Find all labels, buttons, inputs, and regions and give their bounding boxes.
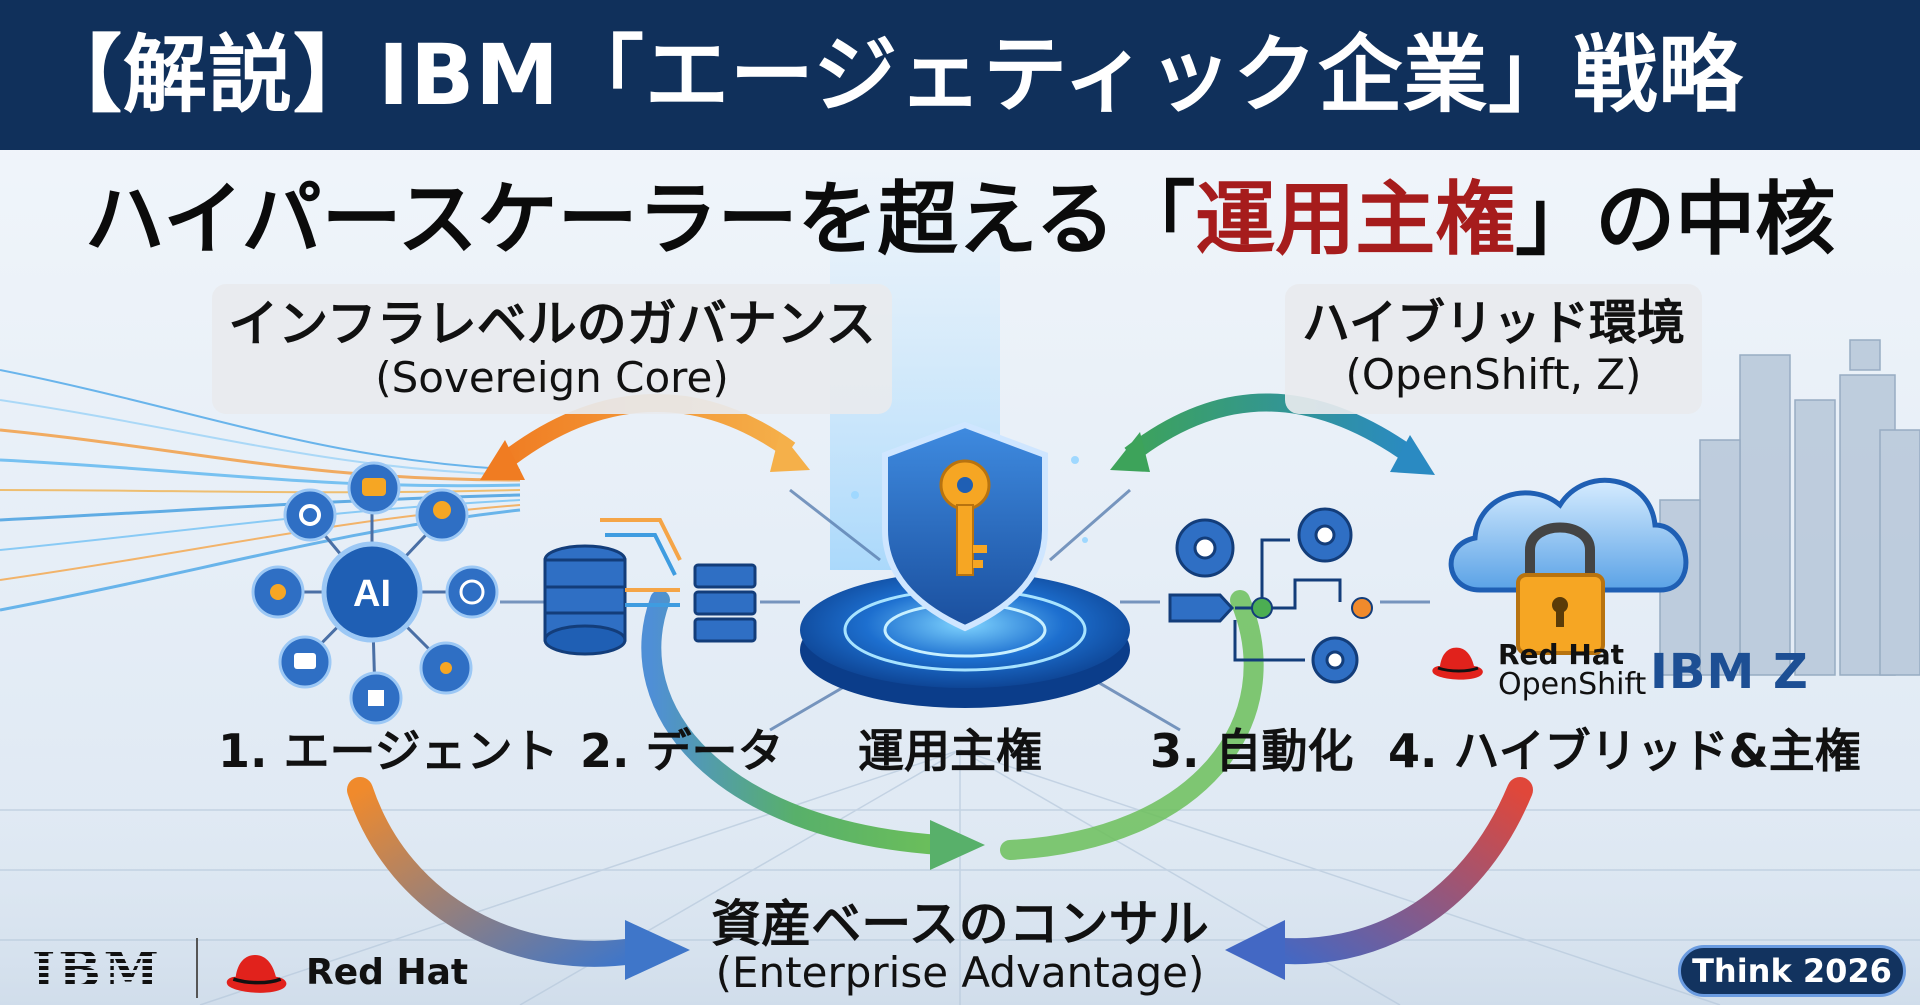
shield-key-icon: [882, 421, 1048, 632]
headline-highlight: 運用主権: [1195, 173, 1516, 266]
ibm-z-prefix: IBM: [1650, 644, 1756, 700]
openshift-name: OpenShift: [1498, 667, 1647, 703]
data-flow-lines: [600, 518, 682, 607]
globe-icon: [445, 565, 499, 619]
ibm-logo: IBM: [32, 940, 162, 999]
cloud-lock-icon: [1448, 477, 1689, 655]
governance-sublabel: (Sovereign Core): [375, 352, 729, 402]
workflow-gear-icon: [1168, 507, 1359, 684]
hybrid-env-sublabel: (OpenShift, Z): [1345, 350, 1642, 400]
node-label-automation: 3. 自動化: [1150, 724, 1354, 778]
network-icon: [419, 641, 473, 695]
ai-hub-label: AI: [353, 573, 391, 615]
node-label-data: 2. データ: [580, 724, 784, 778]
node-label-core: 運用主権: [858, 724, 1042, 778]
headline: ハイパースケーラーを超える「運用主権」の中核: [0, 160, 1920, 280]
consulting-label: 資産ベースのコンサル (Enterprise Advantage): [0, 898, 1920, 995]
data-stream-lines: [0, 369, 521, 612]
chat-icon: [278, 635, 332, 689]
gear-icon: [251, 565, 305, 619]
arrow-hybrid-to-consulting: [1257, 777, 1533, 965]
page-title: 【解説】IBM「エージェティック企業」戦略: [38, 26, 1744, 124]
redhat-hat-icon: [1432, 647, 1483, 680]
consulting-subtitle: (Enterprise Advantage): [715, 947, 1205, 997]
ibm-z-suffix: Z: [1772, 644, 1809, 700]
arrow-agent-to-consulting: [347, 777, 653, 967]
event-badge: Think 2026: [1678, 945, 1906, 997]
redhat-logo: Red Hat: [220, 946, 468, 998]
city-skyline-icon: [1659, 339, 1920, 676]
floor-grid: [0, 749, 1920, 1005]
logo-divider: [196, 938, 198, 998]
headline-after: 」の中核: [1515, 173, 1836, 266]
robot-icon: [347, 461, 401, 515]
consulting-title: 資産ベースのコンサル: [711, 895, 1209, 953]
redhat-hat-icon: [226, 955, 287, 993]
idea-icon: [349, 671, 403, 725]
ai-agent-cluster: AI: [251, 461, 499, 725]
arrow-inner-ring-right: [1000, 590, 1264, 860]
headline-before: ハイパースケーラーを超える「: [84, 173, 1196, 266]
label-box-hybrid: ハイブリッド環境 (OpenShift, Z): [1285, 284, 1702, 414]
hybrid-env-label: ハイブリッド環境: [1301, 295, 1686, 351]
redhat-logo-text: Red Hat: [306, 951, 469, 993]
gear-icon: [283, 488, 337, 542]
node-label-hybrid: 4. ハイブリッド&主権: [1388, 724, 1861, 778]
server-icon: [693, 563, 757, 643]
arrow-top-right: [1124, 393, 1416, 463]
redhat-name: Red Hat: [1498, 638, 1625, 671]
lightbulb-icon: [415, 488, 469, 542]
database-icon: [543, 544, 627, 656]
ibm-z-logo: IBM Z: [1650, 648, 1809, 696]
label-box-governance: インフラレベルのガバナンス (Sovereign Core): [212, 284, 892, 414]
redhat-openshift-logo: Red Hat OpenShift: [1428, 640, 1646, 701]
arrow-inner-ring-left: [641, 590, 950, 855]
node-label-agent: 1. エージェント: [218, 724, 559, 778]
header-bar: 【解説】IBM「エージェティック企業」戦略: [0, 0, 1920, 150]
governance-label: インフラレベルのガバナンス: [228, 295, 876, 353]
